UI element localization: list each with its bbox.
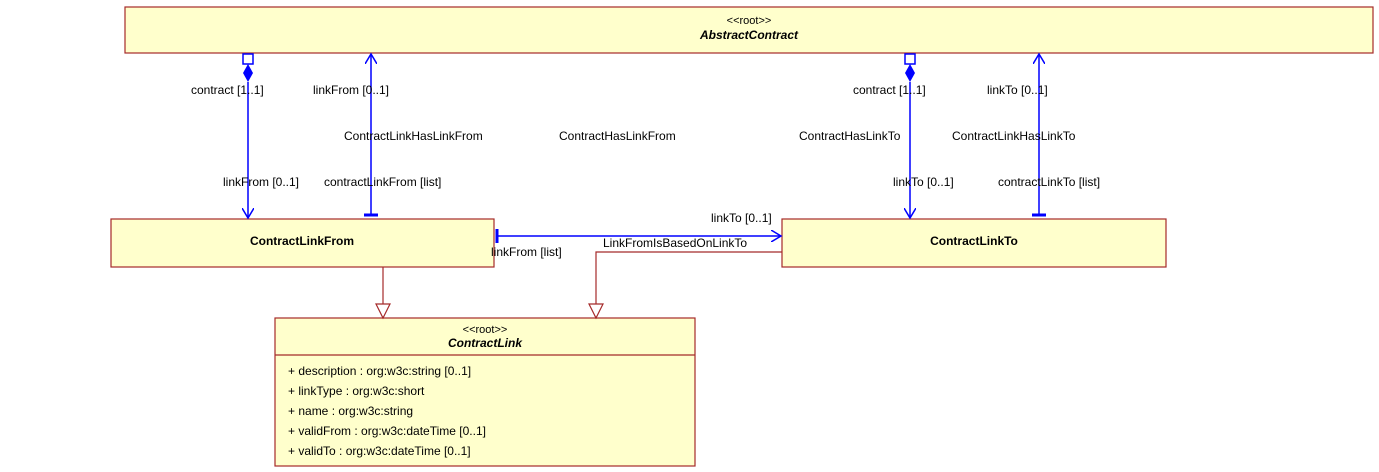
label-link-from-bottom: linkFrom [0..1] xyxy=(223,175,299,189)
assoc-contract-has-link-from[interactable] xyxy=(243,53,253,218)
class-contract-link-to[interactable]: ContractLinkTo xyxy=(781,218,1167,268)
class-abstract-contract[interactable]: <<root>> AbstractContract xyxy=(124,6,1374,54)
label-contract-link-has-link-to: ContractLinkHasLinkTo xyxy=(952,129,1076,143)
class-contract-link[interactable]: <<root>> ContractLink + description : or… xyxy=(274,317,696,467)
contract-link-from-name: ContractLinkFrom xyxy=(250,234,354,248)
label-contract-right: contract [1..1] xyxy=(853,83,926,97)
attribute-row: + name : org:w3c:string xyxy=(288,404,413,418)
assoc-contract-has-link-to[interactable] xyxy=(905,53,915,218)
label-link-to-mid: linkTo [0..1] xyxy=(711,211,772,225)
assoc-contract-link-has-link-from[interactable] xyxy=(364,54,378,217)
assoc-contract-link-has-link-to[interactable] xyxy=(1032,54,1046,217)
attribute-row: + validTo : org:w3c:dateTime [0..1] xyxy=(288,444,471,458)
label-contract-link-to-list: contractLinkTo [list] xyxy=(998,175,1100,189)
attribute-row: + description : org:w3c:string [0..1] xyxy=(288,364,471,378)
abstract-contract-stereotype: <<root>> xyxy=(727,15,772,27)
generalization-to-to-link[interactable] xyxy=(588,251,782,320)
generalization-from-to-link[interactable] xyxy=(375,267,391,320)
label-contract-has-link-to: ContractHasLinkTo xyxy=(799,129,901,143)
label-link-from-top: linkFrom [0..1] xyxy=(313,83,389,97)
abstract-contract-name: AbstractContract xyxy=(699,28,799,42)
attribute-row: + linkType : org:w3c:short xyxy=(288,384,425,398)
label-contract-link-has-link-from: ContractLinkHasLinkFrom xyxy=(344,129,483,143)
assoc-link-from-is-based-on-link-to[interactable] xyxy=(495,229,781,243)
contract-link-name: ContractLink xyxy=(448,336,523,350)
label-link-from-list: linkFrom [list] xyxy=(491,245,562,259)
class-contract-link-from[interactable]: ContractLinkFrom xyxy=(110,218,495,268)
label-link-from-is-based-on-link-to: LinkFromIsBasedOnLinkTo xyxy=(603,236,747,250)
contract-link-stereotype: <<root>> xyxy=(463,324,508,336)
label-link-to-top: linkTo [0..1] xyxy=(987,83,1048,97)
label-link-to-bottom: linkTo [0..1] xyxy=(893,175,954,189)
label-contract-has-link-from: ContractHasLinkFrom xyxy=(559,129,676,143)
contract-link-to-name: ContractLinkTo xyxy=(930,234,1018,248)
attribute-row: + validFrom : org:w3c:dateTime [0..1] xyxy=(288,424,486,438)
label-contract-link-from-list: contractLinkFrom [list] xyxy=(324,175,441,189)
label-contract-left: contract [1..1] xyxy=(191,83,264,97)
